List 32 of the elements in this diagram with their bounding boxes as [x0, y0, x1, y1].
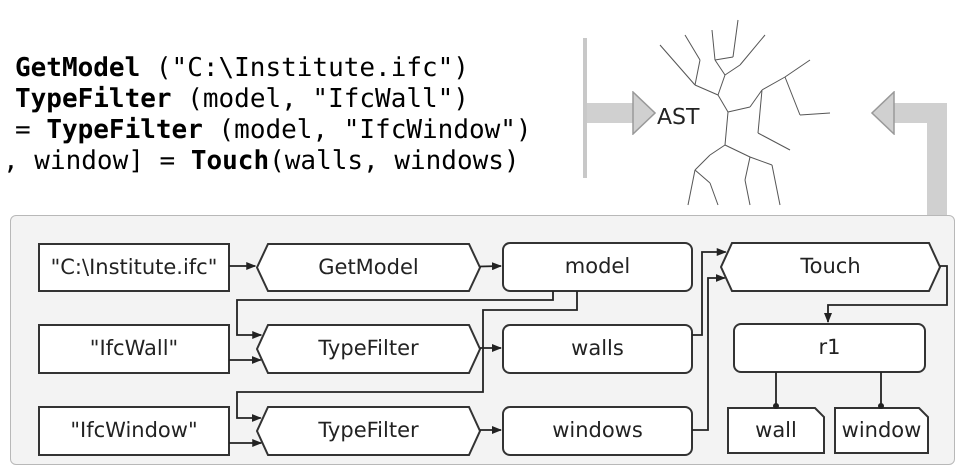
variable-box: windows: [502, 406, 693, 456]
block-arrow: [587, 91, 656, 135]
variable-box: model: [502, 242, 693, 292]
input-box: "IfcWindow": [38, 406, 230, 456]
variable-box: walls: [502, 324, 693, 374]
connector-arrow: [480, 426, 502, 434]
code-line: TypeFilter (model, "IfcWall"): [15, 84, 469, 115]
code-line: , window] = Touch(walls, windows): [3, 146, 520, 177]
connector-arrow: [692, 274, 726, 431]
connector-arrow: [229, 262, 256, 270]
connector-arrow: [229, 356, 262, 364]
input-box: "C:\Institute.ifc": [38, 243, 230, 292]
connector-arrow: [236, 291, 554, 339]
code-line: GetModel ("C:\Institute.ifc"): [15, 53, 469, 84]
connector-arrow: [229, 439, 262, 447]
function-hexagon: Touch: [720, 242, 941, 292]
connector-arrow: [236, 291, 578, 422]
connector-arrow: [692, 248, 727, 336]
function-hexagon: GetModel: [256, 243, 481, 292]
input-box: "IfcWall": [38, 324, 230, 374]
connector-arrow: [824, 265, 948, 323]
connector-arrow: [480, 344, 502, 352]
panel-background: [10, 215, 955, 465]
block-arrow: [871, 91, 947, 215]
function-hexagon: TypeFilter: [256, 406, 481, 456]
code-line: = TypeFilter (model, "IfcWindow"): [15, 115, 532, 146]
output-document: wall: [727, 407, 825, 454]
variable-box: r1: [733, 323, 926, 373]
function-hexagon: TypeFilter: [256, 324, 481, 374]
output-document: window: [834, 407, 929, 454]
connector-arrow: [480, 262, 502, 270]
tree-title: AST: [657, 105, 700, 131]
